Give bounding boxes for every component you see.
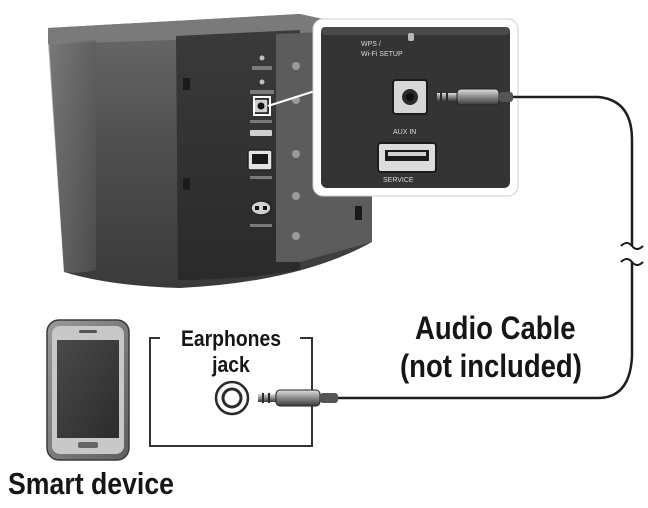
speaker-screw xyxy=(292,150,300,158)
phone-speaker-grille xyxy=(79,330,97,333)
phone-home-button xyxy=(78,442,98,448)
earphones-label-line1: Earphones xyxy=(180,326,282,351)
callout-frame xyxy=(149,337,313,447)
zoom-panel: WPS / Wi-Fi SETUP AUX IN SERVICE xyxy=(312,18,519,197)
cable-break-mark xyxy=(620,242,644,250)
speaker-left-face xyxy=(48,40,96,273)
cable-break-mark xyxy=(620,258,644,266)
speaker-top-edge xyxy=(48,14,372,44)
aux-in-label: AUX IN xyxy=(393,129,416,136)
earphones-callout xyxy=(149,337,338,447)
smart-device-label: Smart device xyxy=(8,466,174,501)
speaker-screw xyxy=(292,232,300,240)
aux-cable-plug xyxy=(437,88,513,106)
speaker-slot xyxy=(183,78,190,90)
speaker-slot xyxy=(355,206,362,220)
audio-cable-label-line2: (not included) xyxy=(400,348,582,384)
audio-cable-label-line1: Audio Cable xyxy=(415,310,576,346)
cable-upper-run xyxy=(513,95,634,246)
audio-cable xyxy=(338,95,644,400)
device-cable-plug xyxy=(258,389,338,407)
zoom-source-box xyxy=(253,96,271,116)
zoom-pointer-line xyxy=(267,89,319,107)
speaker-slot xyxy=(183,178,190,190)
smart-device-phone xyxy=(46,319,130,461)
wifi-setup-label: Wi-Fi SETUP xyxy=(361,51,403,58)
wps-led xyxy=(408,33,414,41)
cable-lower-run xyxy=(338,262,634,400)
earphones-jack-hole xyxy=(221,387,243,409)
speaker-screw xyxy=(292,62,300,70)
phone-screen xyxy=(57,340,119,438)
earphones-label-line2: jack xyxy=(212,352,250,377)
zoom-panel-top-bevel xyxy=(321,27,510,35)
speaker-screw xyxy=(292,192,300,200)
service-label: SERVICE xyxy=(383,177,414,184)
wps-label: WPS / xyxy=(361,41,381,48)
